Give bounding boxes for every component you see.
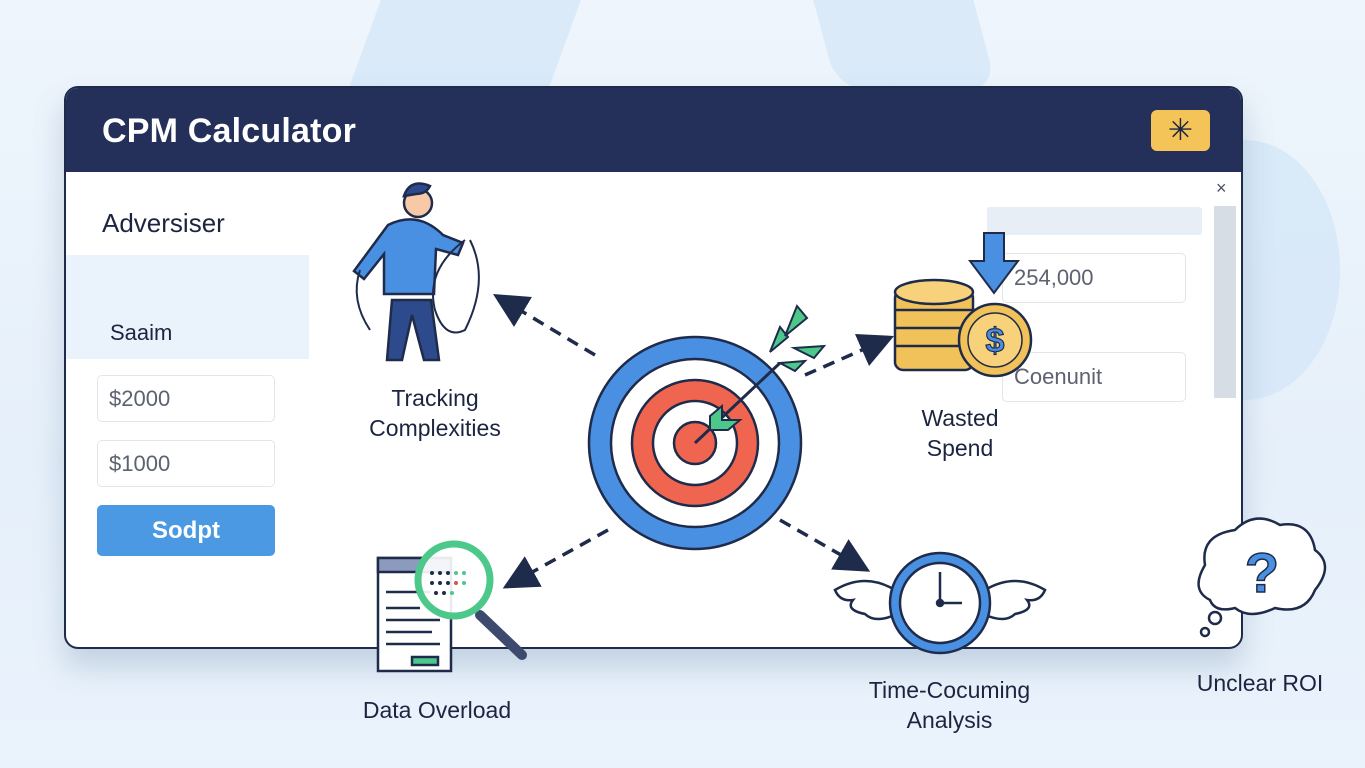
asterisk-icon: ✳	[1167, 113, 1194, 147]
cpm-calculator-window: CPM Calculator ✳ × Adversiser Saaim $200…	[64, 86, 1243, 649]
svg-text:?: ?	[1245, 541, 1279, 604]
caption-line: Time-Cocuming	[868, 677, 1031, 703]
scrollbar[interactable]	[1214, 206, 1236, 398]
unit-input[interactable]: Coenunit	[1002, 352, 1186, 402]
advertiser-label: Adversiser	[102, 208, 225, 238]
caption-unclear-roi: Unclear ROI	[1180, 668, 1340, 698]
window-title: CPM Calculator	[102, 112, 357, 150]
caption-line: Data Overload	[362, 697, 512, 723]
caption-wasted-spend: Wasted Spend	[880, 403, 1040, 463]
caption-time-consuming: Time-Cocuming Analysis	[842, 675, 1057, 735]
close-icon[interactable]: ×	[1216, 178, 1227, 198]
caption-data-overload: Data Overload	[337, 695, 537, 725]
caption-line: Complexities	[369, 415, 501, 441]
right-header-strip	[987, 207, 1202, 235]
sub-label: Saaim	[110, 320, 173, 345]
sub-panel	[66, 255, 309, 359]
title-bar: CPM Calculator ✳	[66, 88, 1241, 172]
background-shape	[802, 0, 998, 90]
submit-button[interactable]: Sodpt	[97, 505, 275, 556]
cost-input[interactable]: $1000	[97, 440, 275, 487]
caption-line: Tracking	[391, 385, 479, 411]
caption-line: Analysis	[906, 707, 993, 733]
asterisk-button[interactable]: ✳	[1151, 110, 1210, 151]
caption-tracking: Tracking Complexities	[345, 383, 525, 443]
caption-line: Spend	[926, 435, 994, 461]
impressions-input[interactable]: 254,000	[1002, 253, 1186, 303]
caption-line: Wasted	[921, 405, 999, 431]
caption-line: Unclear ROI	[1196, 670, 1324, 696]
budget-input[interactable]: $2000	[97, 375, 275, 422]
